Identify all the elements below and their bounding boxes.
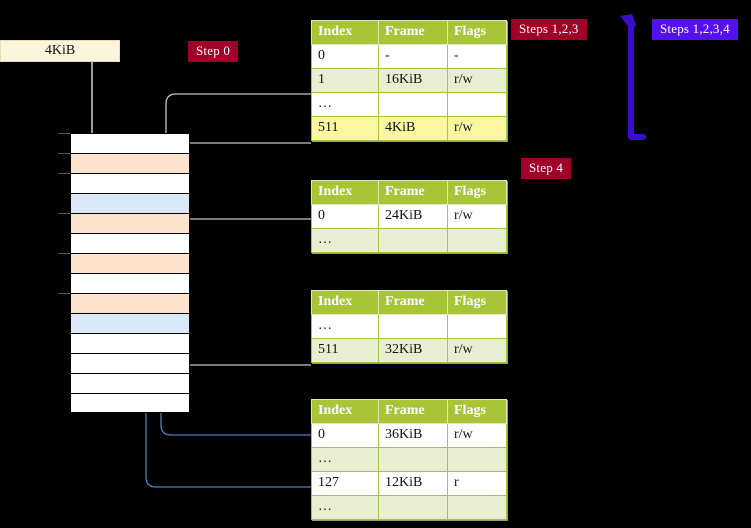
table-cell: 127	[311, 471, 379, 496]
column-header-flags: Flags	[447, 399, 507, 424]
table-cell	[447, 495, 507, 520]
table-row[interactable]: …	[311, 314, 507, 339]
table-cell	[378, 314, 448, 339]
table-row[interactable]: …	[311, 92, 507, 117]
table-cell: r/w	[447, 338, 507, 363]
table-cell: 32KiB	[378, 338, 448, 363]
table-cell: 36KiB	[378, 423, 448, 448]
table-cell: 12KiB	[378, 471, 448, 496]
memory-tick-mark	[58, 153, 70, 154]
table-cell: 511	[311, 338, 379, 363]
table-cell: -	[378, 44, 448, 69]
table-row[interactable]: 0--	[311, 44, 507, 69]
table-cell	[378, 447, 448, 472]
column-header-flags: Flags	[447, 180, 507, 205]
table-cell: …	[311, 314, 379, 339]
memory-tick-mark	[58, 173, 70, 174]
table-cell	[378, 92, 448, 117]
table-cell	[447, 228, 507, 253]
table-cell: …	[311, 92, 379, 117]
column-header-frame: Frame	[378, 20, 448, 45]
column-header-flags: Flags	[447, 290, 507, 315]
table-cell: r/w	[447, 423, 507, 448]
memory-frame-row	[70, 333, 190, 353]
column-header-flags: Flags	[447, 20, 507, 45]
memory-frame-row	[70, 253, 190, 273]
table-cell	[447, 447, 507, 472]
step-0-badge: Step 0	[188, 41, 239, 62]
column-header-index: Index	[311, 290, 379, 315]
table-cell: …	[311, 447, 379, 472]
table-cell: …	[311, 228, 379, 253]
step-4-badge: Step 4	[521, 158, 572, 179]
memory-frame-row	[70, 313, 190, 333]
memory-frame-row	[70, 153, 190, 173]
table-cell	[447, 92, 507, 117]
physical-memory-column	[70, 133, 190, 414]
table-cell: r/w	[447, 68, 507, 93]
column-header-index: Index	[311, 399, 379, 424]
column-header-frame: Frame	[378, 180, 448, 205]
table-cell: 0	[311, 204, 379, 229]
memory-tick-mark	[58, 213, 70, 214]
memory-tick-mark	[58, 293, 70, 294]
steps-123-badge: Steps 1,2,3	[511, 19, 587, 40]
wire-table3-to-memory	[171, 316, 311, 366]
memory-frame-row	[70, 213, 190, 233]
memory-tick-mark	[58, 253, 70, 254]
table-cell	[447, 314, 507, 339]
table-cell: 1	[311, 68, 379, 93]
table-cell	[378, 495, 448, 520]
table-cell	[378, 228, 448, 253]
memory-frame-row	[70, 393, 190, 413]
memory-tick-mark	[58, 133, 70, 134]
wire-table2-to-memory	[177, 218, 311, 266]
table-row[interactable]: …	[311, 228, 507, 253]
table-cell: …	[311, 495, 379, 520]
table-cell: 24KiB	[378, 204, 448, 229]
table-cell: r/w	[447, 116, 507, 141]
memory-frame-row	[70, 373, 190, 393]
memory-frame-row	[70, 173, 190, 193]
memory-frame-row	[70, 233, 190, 253]
table-row[interactable]: …	[311, 495, 507, 520]
memory-size-label: 4KiB	[0, 40, 120, 62]
table-cell: r/w	[447, 204, 507, 229]
table-cell: 4KiB	[378, 116, 448, 141]
table-cell: 511	[311, 116, 379, 141]
memory-frame-row	[70, 273, 190, 293]
memory-frame-row	[70, 193, 190, 213]
table-cell: 0	[311, 44, 379, 69]
memory-frame-row	[70, 293, 190, 313]
steps-1234-badge: Steps 1,2,3,4	[652, 19, 738, 40]
memory-frame-row	[70, 133, 190, 153]
table-cell: 0	[311, 423, 379, 448]
table-cell: 16KiB	[378, 68, 448, 93]
column-header-index: Index	[311, 20, 379, 45]
column-header-frame: Frame	[378, 290, 448, 315]
column-header-frame: Frame	[378, 399, 448, 424]
memory-frame-row	[70, 353, 190, 373]
table-cell: -	[447, 44, 507, 69]
steps-bracket-arrow	[620, 14, 646, 140]
column-header-index: Index	[311, 180, 379, 205]
table-cell: r	[447, 471, 507, 496]
table-row[interactable]: …	[311, 447, 507, 472]
